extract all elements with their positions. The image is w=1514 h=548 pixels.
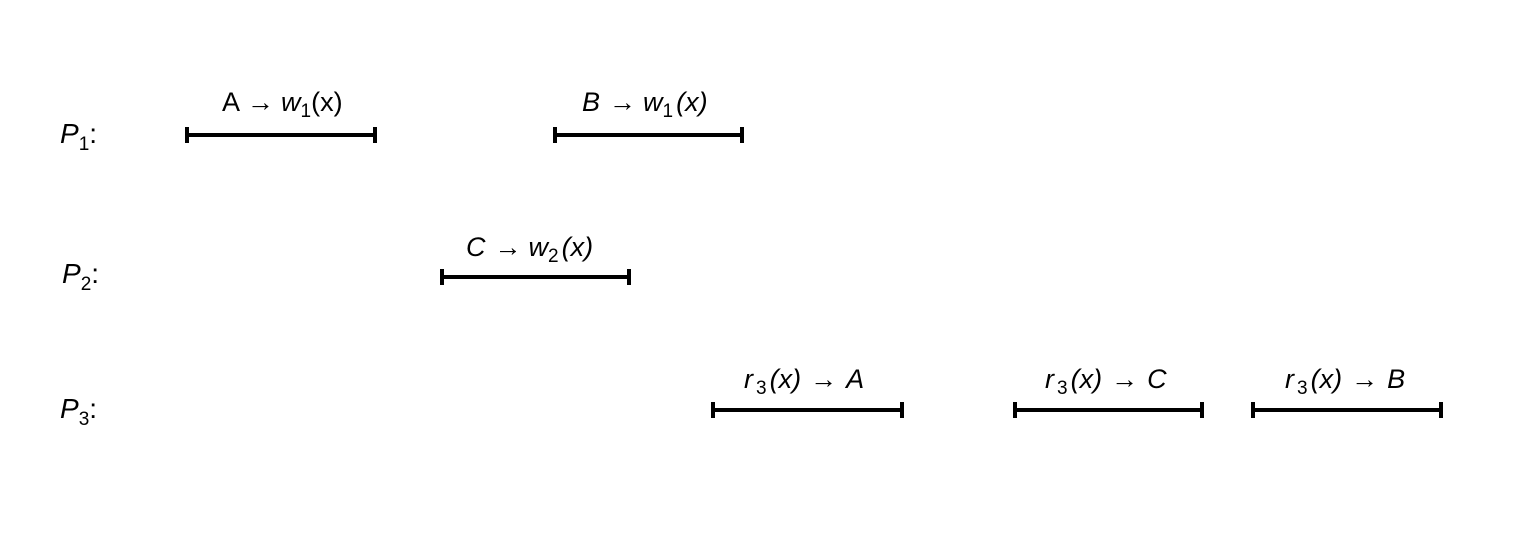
operation-label: C→w2(x) (466, 232, 593, 267)
process-label-p2: P2: (62, 258, 99, 295)
operation-interval-bar (1013, 402, 1204, 418)
operation-write-c: C→w2(x) (440, 232, 631, 285)
operation-interval-bar (711, 402, 904, 418)
operation-interval-bar (553, 127, 744, 143)
operation-label: A→w1(x) (222, 87, 343, 122)
operation-interval-bar (185, 127, 377, 143)
operation-label: B→w1(x) (582, 87, 708, 122)
operation-interval-bar (1251, 402, 1443, 418)
operation-write-b: B→w1(x) (553, 87, 744, 143)
process-label-p1: P1: (60, 118, 97, 155)
operation-write-a: A→w1(x) (185, 87, 377, 143)
process-label-p3: P3: (60, 393, 97, 430)
operation-interval-bar (440, 269, 631, 285)
